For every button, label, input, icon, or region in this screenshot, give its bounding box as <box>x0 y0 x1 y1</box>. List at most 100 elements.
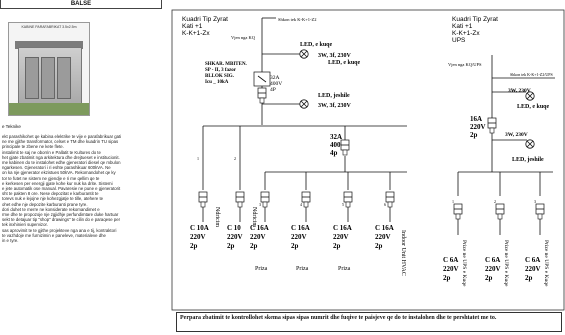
description-line: me kabinen do te instalohet edhe gjenera… <box>2 160 121 166</box>
circuit-rating: C 6A <box>525 256 540 264</box>
lamp-cross <box>300 100 308 108</box>
diagram-frame <box>171 9 565 311</box>
circuit-load: Ndricim <box>214 207 220 227</box>
circuit-number: 4 <box>300 202 302 207</box>
led-spec: 3W, 3f, 230V <box>318 103 351 109</box>
circuit-load: Indoor Unit HVAC <box>400 230 406 276</box>
switch-mark <box>257 75 267 83</box>
description-line: dori duhet te merre ne konsiderate rekom… <box>2 206 100 212</box>
breaker-label: 2p <box>470 131 478 139</box>
block-switch-label: SP - II, 3 fazor <box>205 68 237 73</box>
description-line: ekt parashikohet qe kabina elektrike te … <box>2 134 122 139</box>
description-line: sas aprovimit te te gjithe projekteve ng… <box>2 227 117 233</box>
kiosk-roof <box>15 41 83 49</box>
circuit-number: 3 <box>534 199 536 204</box>
panel-title: K-K+1-Zx <box>452 30 480 37</box>
circuit-rating: 2p <box>375 242 383 250</box>
description-line: tor te futet ne sistem ne gjendje e ri m… <box>2 175 100 181</box>
circuit-number: 6 <box>384 202 386 207</box>
circuit-number: 5 <box>342 202 344 207</box>
description-line: tek inxhinieri supervizor. <box>2 222 48 228</box>
breaker-contact <box>237 201 243 208</box>
led-spec: 3W, 230V <box>508 88 531 94</box>
kiosk-door <box>41 57 55 99</box>
circuit-number: 1 <box>452 199 454 204</box>
circuit-rating: 2p <box>250 242 258 250</box>
description-line: e jete automatik ose manual. Pavaresie n… <box>2 186 121 192</box>
circuit-rating: 220V <box>525 265 541 273</box>
breaker-contact <box>455 213 461 220</box>
breaker-contact <box>259 97 265 104</box>
lamp-cross <box>526 92 534 100</box>
breaker-label: 32A <box>330 133 342 141</box>
circuit-rating: C 6A <box>443 256 458 264</box>
circuit-rating: 220V <box>375 233 391 241</box>
panel-title: Kati +1 <box>452 23 473 30</box>
led-spec: 3W, 3f, 230V <box>318 53 351 59</box>
description-text: ekt parashikohet qe kabina elektrike te … <box>2 134 158 243</box>
lamp-cross <box>300 50 308 58</box>
circuit-rating: 220V <box>291 233 307 241</box>
description-line: ne me gjithe transformator, celset e TM … <box>2 139 119 145</box>
destination-label: Shkon tek K-K+1-Z2/UPS <box>510 72 553 77</box>
section-title: e Teknike <box>2 124 21 129</box>
left-text-panel: KABINE PARAFABRIKAT 3.5x2.5m e Teknike e… <box>0 8 162 335</box>
circuit-rating: 2p <box>190 242 198 250</box>
breaker-contact <box>537 213 543 220</box>
source-label: Vjen nga KQ <box>231 35 256 40</box>
circuit-rating: 220V <box>190 233 206 241</box>
breaker-contact <box>345 201 351 208</box>
circuit-load: Prize ne UPS e Kuqe <box>461 240 467 287</box>
destination-label: Shkon tek K-K+1-Z2 <box>278 17 317 22</box>
description-line: rme dhe te propozoje nje zgjidhje perfun… <box>2 212 119 218</box>
circuit-rating: 220V <box>333 233 349 241</box>
circuit-rating: C 16A <box>375 224 394 232</box>
breaker-label: 400V <box>330 141 346 149</box>
panel-title: UPS <box>452 37 466 44</box>
circuit-load: Priza <box>255 266 268 272</box>
led-label: LED, e kuqe <box>328 60 361 66</box>
circuit-load: Priza <box>338 266 351 272</box>
circuit-rating: 2p <box>333 242 341 250</box>
circuit-rating: 2p <box>525 274 533 282</box>
breaker-contact <box>387 201 393 208</box>
circuit-number: 3 <box>259 202 261 207</box>
breaker-label: 4P <box>270 87 276 93</box>
block-switch-label: SHKAR. MBITEN. <box>205 62 248 67</box>
lamp-cross <box>526 140 534 148</box>
breaker-label: 400V <box>270 81 282 87</box>
circuit-rating: 220V <box>485 265 501 273</box>
breaker-label: 16A <box>470 115 482 123</box>
led-label: LED, e kuqe <box>300 42 333 48</box>
circuit-rating: 220V <box>227 233 243 241</box>
circuit-rating: C 10 <box>227 224 241 232</box>
circuit-rating: C 16A <box>291 224 310 232</box>
panel-title: K-K+1-Zx <box>182 30 210 37</box>
description-line: te vazhdoje me furnizimin e paneleve, ma… <box>2 232 106 238</box>
panel-title: Kuadri Tip Zyrat <box>452 16 498 23</box>
panel-title: Kuadri Tip Zyrat <box>182 16 228 23</box>
led-spec: 3W, 230V <box>505 132 528 138</box>
breaker-label: 32A <box>270 75 280 81</box>
circuit-rating: 220V <box>443 265 459 273</box>
breaker-label: 220V <box>470 123 486 131</box>
breaker-contact <box>200 201 206 208</box>
breaker-contact <box>489 127 495 134</box>
note-box: Perpara zbatimit te kontrollohet skema s… <box>176 312 562 332</box>
kiosk-photo: KABINE PARAFABRIKAT 3.5x2.5m <box>8 22 90 116</box>
circuit-rating: C 10A <box>190 224 209 232</box>
description-line: on ka nje gjenerator ekzistues 50kVA. Re… <box>2 170 116 176</box>
breaker-contact <box>497 213 503 220</box>
header-title: BALSE <box>0 0 162 9</box>
panel-title: Kati +1 <box>182 23 203 30</box>
breaker-contact <box>303 201 309 208</box>
grass <box>9 103 89 115</box>
description-line: het gjate zbatimit nga arkitektura dhe d… <box>2 154 120 160</box>
circuit-rating: 2p <box>227 242 235 250</box>
circuit-load: Priza <box>296 266 309 272</box>
description-line: instalimit te saj ne oborrin e Pallatit … <box>2 149 101 155</box>
description-line: sht te pakten 8 ore. Nese depozitat e ka… <box>2 191 99 197</box>
description-line: ngarkesen. Gjeneratori i ri eshte parash… <box>2 165 111 171</box>
breaker-contact <box>342 149 348 156</box>
